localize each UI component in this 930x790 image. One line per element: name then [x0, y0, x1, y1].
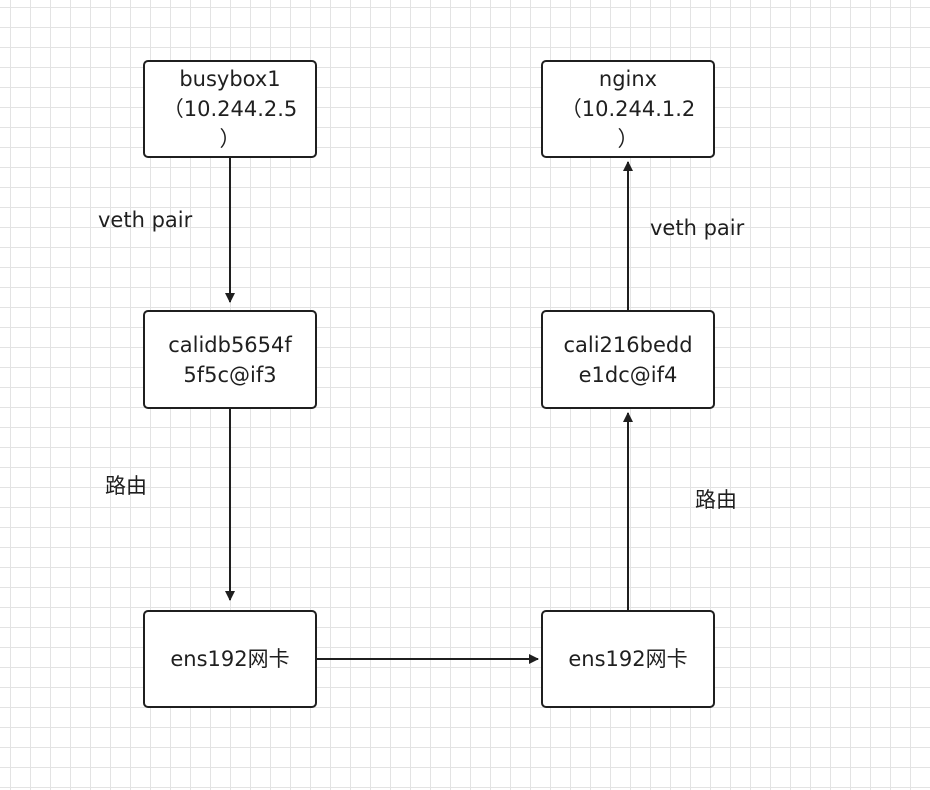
node-cali-right: cali216bedd e1dc@if4: [541, 310, 715, 409]
edge-label-route-right: 路由: [695, 488, 737, 512]
node-ens192-right: ens192网卡: [541, 610, 715, 708]
edge-label-veth-left: veth pair: [98, 208, 193, 232]
node-nginx: nginx （10.244.1.2 ）: [541, 60, 715, 158]
node-cali-left: calidb5654f 5f5c@if3: [143, 310, 317, 409]
edge-label-veth-right: veth pair: [650, 216, 745, 240]
edge-label-route-left: 路由: [105, 474, 147, 498]
node-ens192-left: ens192网卡: [143, 610, 317, 708]
node-busybox1: busybox1 （10.244.2.5 ）: [143, 60, 317, 158]
